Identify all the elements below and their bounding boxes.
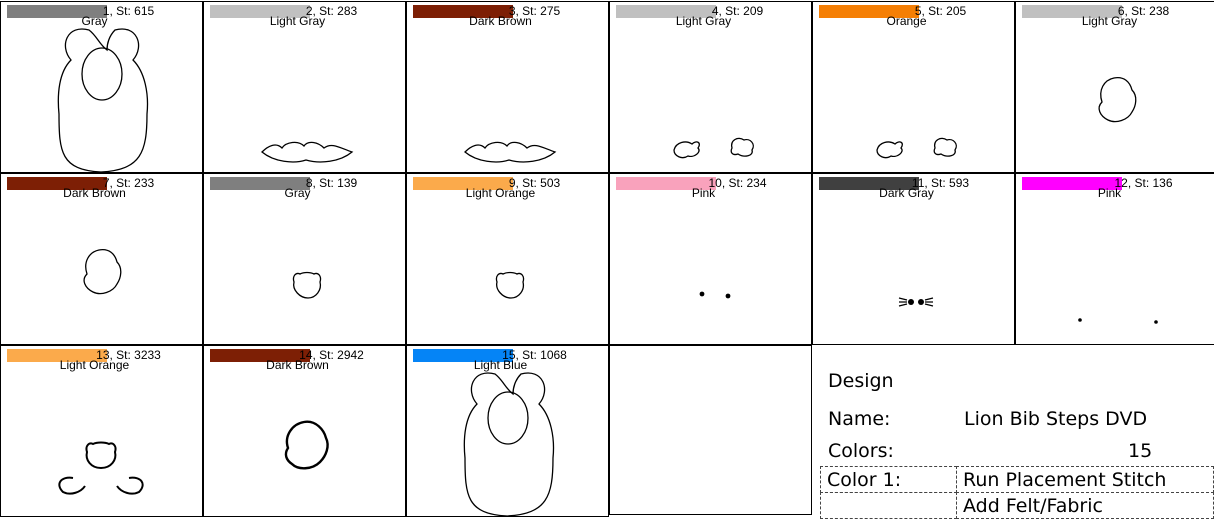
- color-2-value: Add Felt/Fabric: [956, 492, 1214, 519]
- bib-outline-icon: [1, 2, 203, 173]
- design-name-label: Name:: [828, 408, 890, 430]
- eyes-icon: [610, 174, 812, 345]
- mane-circle-icon: [1016, 2, 1214, 173]
- cheek-dots-icon: [1016, 174, 1214, 345]
- lion-face-icon: [407, 174, 609, 345]
- lion-paws-face-icon: [1, 346, 203, 517]
- mane-bottom-icon: [204, 2, 406, 173]
- bib-outline-icon: [407, 346, 609, 517]
- design-heading: Design: [828, 370, 894, 392]
- lion-face-icon: [204, 174, 406, 345]
- mane-bottom-icon: [407, 2, 609, 173]
- mane-circle-bold-icon: [204, 346, 406, 517]
- mane-circle-icon: [1, 174, 203, 345]
- color-2-label: [820, 492, 957, 519]
- color-1-value: Run Placement Stitch: [956, 466, 1214, 493]
- color-table: Color 1: Run Placement Stitch Add Felt/F…: [820, 466, 1214, 516]
- design-name-value: Lion Bib Steps DVD: [964, 408, 1147, 430]
- two-paws-icon: [610, 2, 812, 173]
- empty-cell: [609, 345, 812, 515]
- design-colors-label: Colors:: [828, 440, 894, 462]
- color-1-label: Color 1:: [820, 466, 957, 493]
- two-paws-icon: [813, 2, 1015, 173]
- design-colors-value: 15: [1128, 440, 1152, 462]
- nose-whiskers-icon: [813, 174, 1015, 345]
